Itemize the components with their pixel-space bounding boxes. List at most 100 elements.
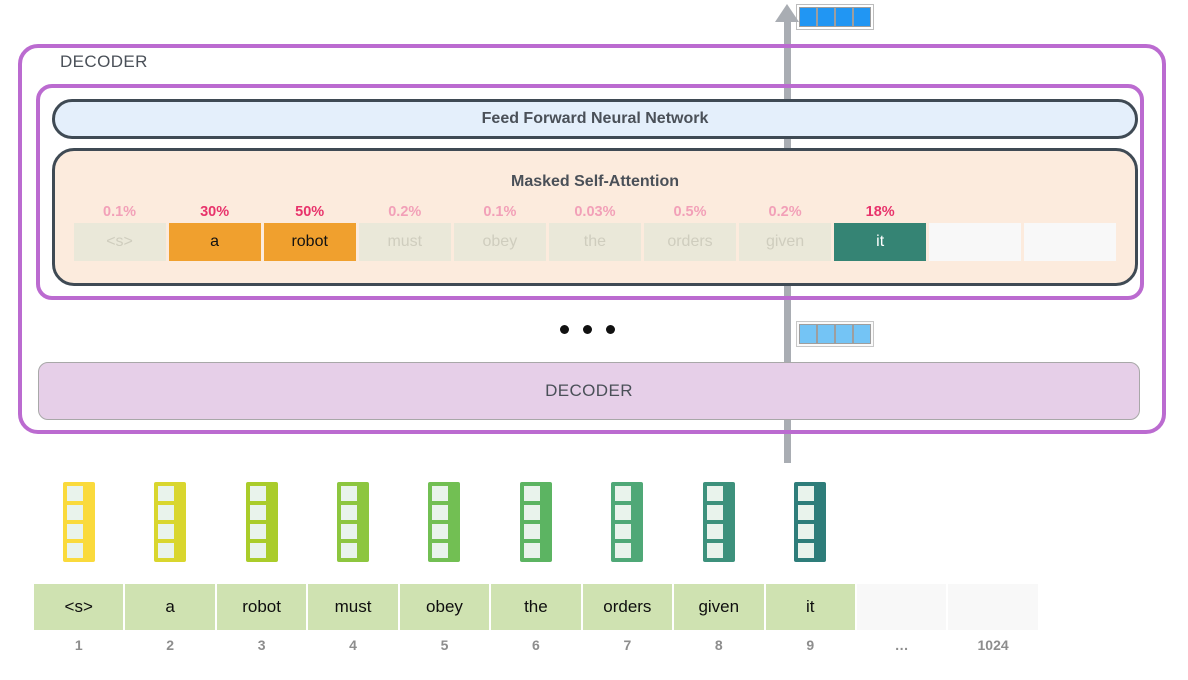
attention-column: 0.1%<s> [72,201,167,261]
embedding-vector-cell [615,524,632,539]
token-index-label: 1024 [977,637,1009,653]
ellipsis-dot [560,325,569,334]
output-vector-cell [853,7,871,27]
decoder-stack-ellipsis [560,325,615,334]
embedding-vector-cell [341,524,358,539]
token-cell[interactable] [948,584,1038,630]
token-cell[interactable]: given [674,584,764,630]
token-cell[interactable]: a [125,584,215,630]
attention-percent: 0.2% [768,204,802,220]
embedding-vector-cell [341,543,358,558]
embedding-vector-cell [706,486,723,501]
embedding-vector-cell [158,543,175,558]
embedding-vector-cell [341,505,358,520]
embedding-vector-slot-empty [856,482,947,562]
embedding-vector-cell [249,486,266,501]
attention-percent: 0.5% [673,204,707,220]
embedding-vector-cell [66,524,83,539]
embedding-vector [519,482,552,562]
attention-token-cell[interactable]: it [834,223,927,261]
token-column: given 8 [673,584,764,660]
token-cell[interactable]: robot [216,584,307,630]
attention-token-cell[interactable]: robot [263,223,356,261]
token-cell[interactable]: obey [399,584,490,630]
token-index-label: 1 [74,637,83,653]
embedding-vector-slot [765,482,856,562]
attention-percent [928,201,1023,223]
embedding-vector-cell [432,486,449,501]
embedding-vector-slot [399,482,490,562]
decoder-inner-frame [36,84,1144,300]
embedding-vector [611,482,644,562]
attention-percent [1023,201,1118,223]
embedding-vector-cell [66,543,83,558]
decoder-lower-block: DECODER [38,362,1140,420]
embedding-vector-cell [706,524,723,539]
attention-token-cell[interactable]: given [739,223,832,261]
embedding-vector-cell [615,486,632,501]
attention-column [928,201,1023,261]
token-cell[interactable]: must [308,584,398,630]
embedding-vector-cell [523,505,540,520]
flow-arrow-head-icon [775,4,799,22]
embedding-vector-cell [523,486,540,501]
embedding-vector [62,482,95,562]
attention-column: 0.1%obey [452,201,547,261]
attention-token-cell[interactable]: <s> [73,223,166,261]
embedding-vector-row [33,482,1039,562]
embedding-vector-cell [523,543,540,558]
output-vector-cell [799,7,817,27]
attention-token-cell[interactable] [929,223,1022,261]
attention-token-cell[interactable]: must [358,223,451,261]
token-column: obey 5 [399,584,490,660]
output-embedding-vector [797,5,873,29]
attention-token-cell[interactable]: the [548,223,641,261]
attention-percent: 18% [865,204,895,220]
token-cell[interactable]: the [491,584,581,630]
output-vector-cell [817,7,835,27]
attention-token-cell[interactable]: a [168,223,261,261]
token-cell[interactable]: orders [582,584,673,630]
token-column: <s> 1 [33,584,124,660]
decoder-outer-frame [18,44,1166,434]
output-vector-cell [817,324,835,344]
attention-token-cell[interactable] [1024,223,1117,261]
embedding-vector-slot [673,482,764,562]
decoder-lower-label: DECODER [545,381,633,400]
token-cell[interactable]: it [765,584,855,630]
embedding-vector-cell [158,524,175,539]
embedding-vector-cell [249,543,266,558]
attention-column: 50% robot [262,201,357,261]
attention-token-cell[interactable]: obey [453,223,546,261]
embedding-vector [245,482,278,562]
embedding-vector-slot [216,482,307,562]
attention-column [1023,201,1118,261]
embedding-vector-cell [523,524,540,539]
output-vector-cell [835,324,853,344]
embedding-vector-cell [798,543,815,558]
attention-percent: 30% [200,204,230,220]
token-cell[interactable] [856,584,947,630]
attention-percent: 50% [295,204,325,220]
embedding-vector-cell [798,505,815,520]
ellipsis-dot [583,325,592,334]
token-cell[interactable]: <s> [34,584,124,630]
token-index-label: 3 [257,637,266,653]
token-index-label: 8 [714,637,723,653]
token-index-label: 5 [440,637,449,653]
attention-token-cell[interactable]: orders [643,223,737,261]
embedding-vector-cell [341,486,358,501]
embedding-vector-slot [124,482,215,562]
embedding-vector-cell [66,486,83,501]
output-vector-cell [835,7,853,27]
embedding-vector-cell [432,524,449,539]
attention-column: 0.2% given [738,201,833,261]
intermediate-embedding-vector [797,322,873,346]
embedding-vector-cell [706,543,723,558]
embedding-vector-cell [798,486,815,501]
embedding-vector [337,482,370,562]
